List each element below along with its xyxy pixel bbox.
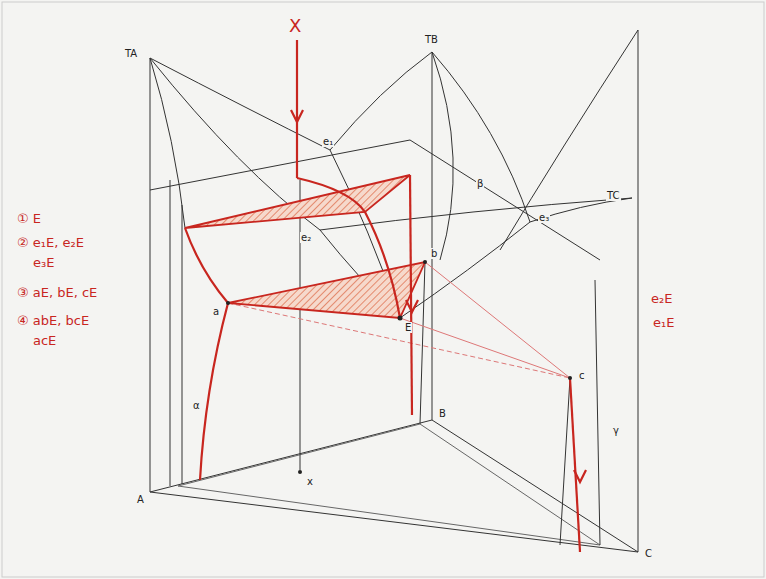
handwritten-note: acE xyxy=(32,334,57,348)
handwritten-note: ① E xyxy=(16,212,42,226)
point-label: E xyxy=(404,322,412,333)
handwritten-note: e₃E xyxy=(32,256,55,270)
point-label: γ xyxy=(612,425,620,436)
point-label: e₂ xyxy=(300,232,312,243)
point-label: α xyxy=(192,400,201,411)
point-label: b xyxy=(430,248,438,259)
point-label: A xyxy=(136,494,145,505)
point-label: B xyxy=(438,408,447,419)
handwritten-note: ③ aE, bE, cE xyxy=(16,286,98,300)
handwritten-note: X xyxy=(288,16,302,36)
handwritten-note: e₁E xyxy=(652,316,675,330)
point-label: TA xyxy=(124,48,138,59)
point-label: e₃ xyxy=(538,212,550,223)
point-label: C xyxy=(644,548,653,559)
point-label: x xyxy=(306,476,314,487)
handwritten-note: ④ abE, bcE xyxy=(16,314,90,328)
point-label: TB xyxy=(424,34,439,45)
point-label: a xyxy=(212,306,220,317)
point-label: e₁ xyxy=(322,136,334,147)
handwritten-note: ② e₁E, e₂E xyxy=(16,236,85,250)
handwritten-note: e₂E xyxy=(650,292,673,306)
point-label: c xyxy=(578,370,586,381)
point-label: β xyxy=(476,178,484,189)
point-label: TC xyxy=(606,190,621,201)
